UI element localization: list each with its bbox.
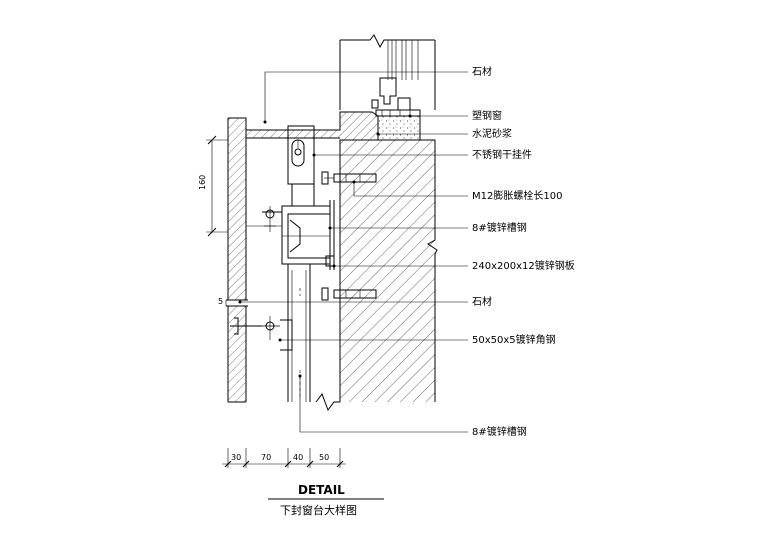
leader-lines — [238, 71, 468, 433]
label-angle-steel: 50x50x5镀锌角钢 — [472, 333, 556, 346]
label-channel-bottom: 8#镀锌槽钢 — [472, 425, 527, 438]
label-steel-plate: 240x200x12镀锌钢板 — [472, 259, 575, 272]
dim-40: 40 — [293, 453, 303, 462]
cement-mortar-bed — [377, 115, 421, 141]
label-cement-mortar: 水泥砂浆 — [472, 127, 512, 140]
label-stone-top: 石材 — [472, 65, 492, 78]
label-stone-mid: 石材 — [472, 295, 492, 308]
dim-70: 70 — [261, 453, 271, 462]
stone-cladding — [226, 118, 248, 403]
title-subtitle: 下封窗台大样图 — [280, 503, 357, 517]
bottom-dimensions: 30 70 40 50 — [222, 448, 346, 468]
title-detail: DETAIL — [298, 483, 345, 497]
dimension-160: 160 — [198, 135, 228, 237]
dim-5-text: 5 — [218, 297, 223, 306]
window-frame — [339, 34, 436, 117]
dim-50: 50 — [319, 453, 329, 462]
label-ss-hanger: 不锈钢干挂件 — [472, 148, 532, 161]
drawing-title: DETAIL 下封窗台大样图 — [268, 483, 384, 517]
dimension-5: 5 — [218, 297, 227, 306]
label-pvc-window: 塑钢窗 — [472, 109, 502, 122]
label-m12-bolt: M12膨胀螺栓长100 — [472, 189, 562, 202]
concrete-wall — [315, 139, 438, 412]
label-channel-steel: 8#镀锌槽钢 — [472, 221, 527, 234]
dim-160-text: 160 — [198, 175, 207, 190]
dim-30: 30 — [231, 453, 241, 462]
annotations: 石材 塑钢窗 水泥砂浆 不锈钢干挂件 M12膨胀螺栓长100 8#镀锌槽钢 24… — [472, 65, 575, 438]
